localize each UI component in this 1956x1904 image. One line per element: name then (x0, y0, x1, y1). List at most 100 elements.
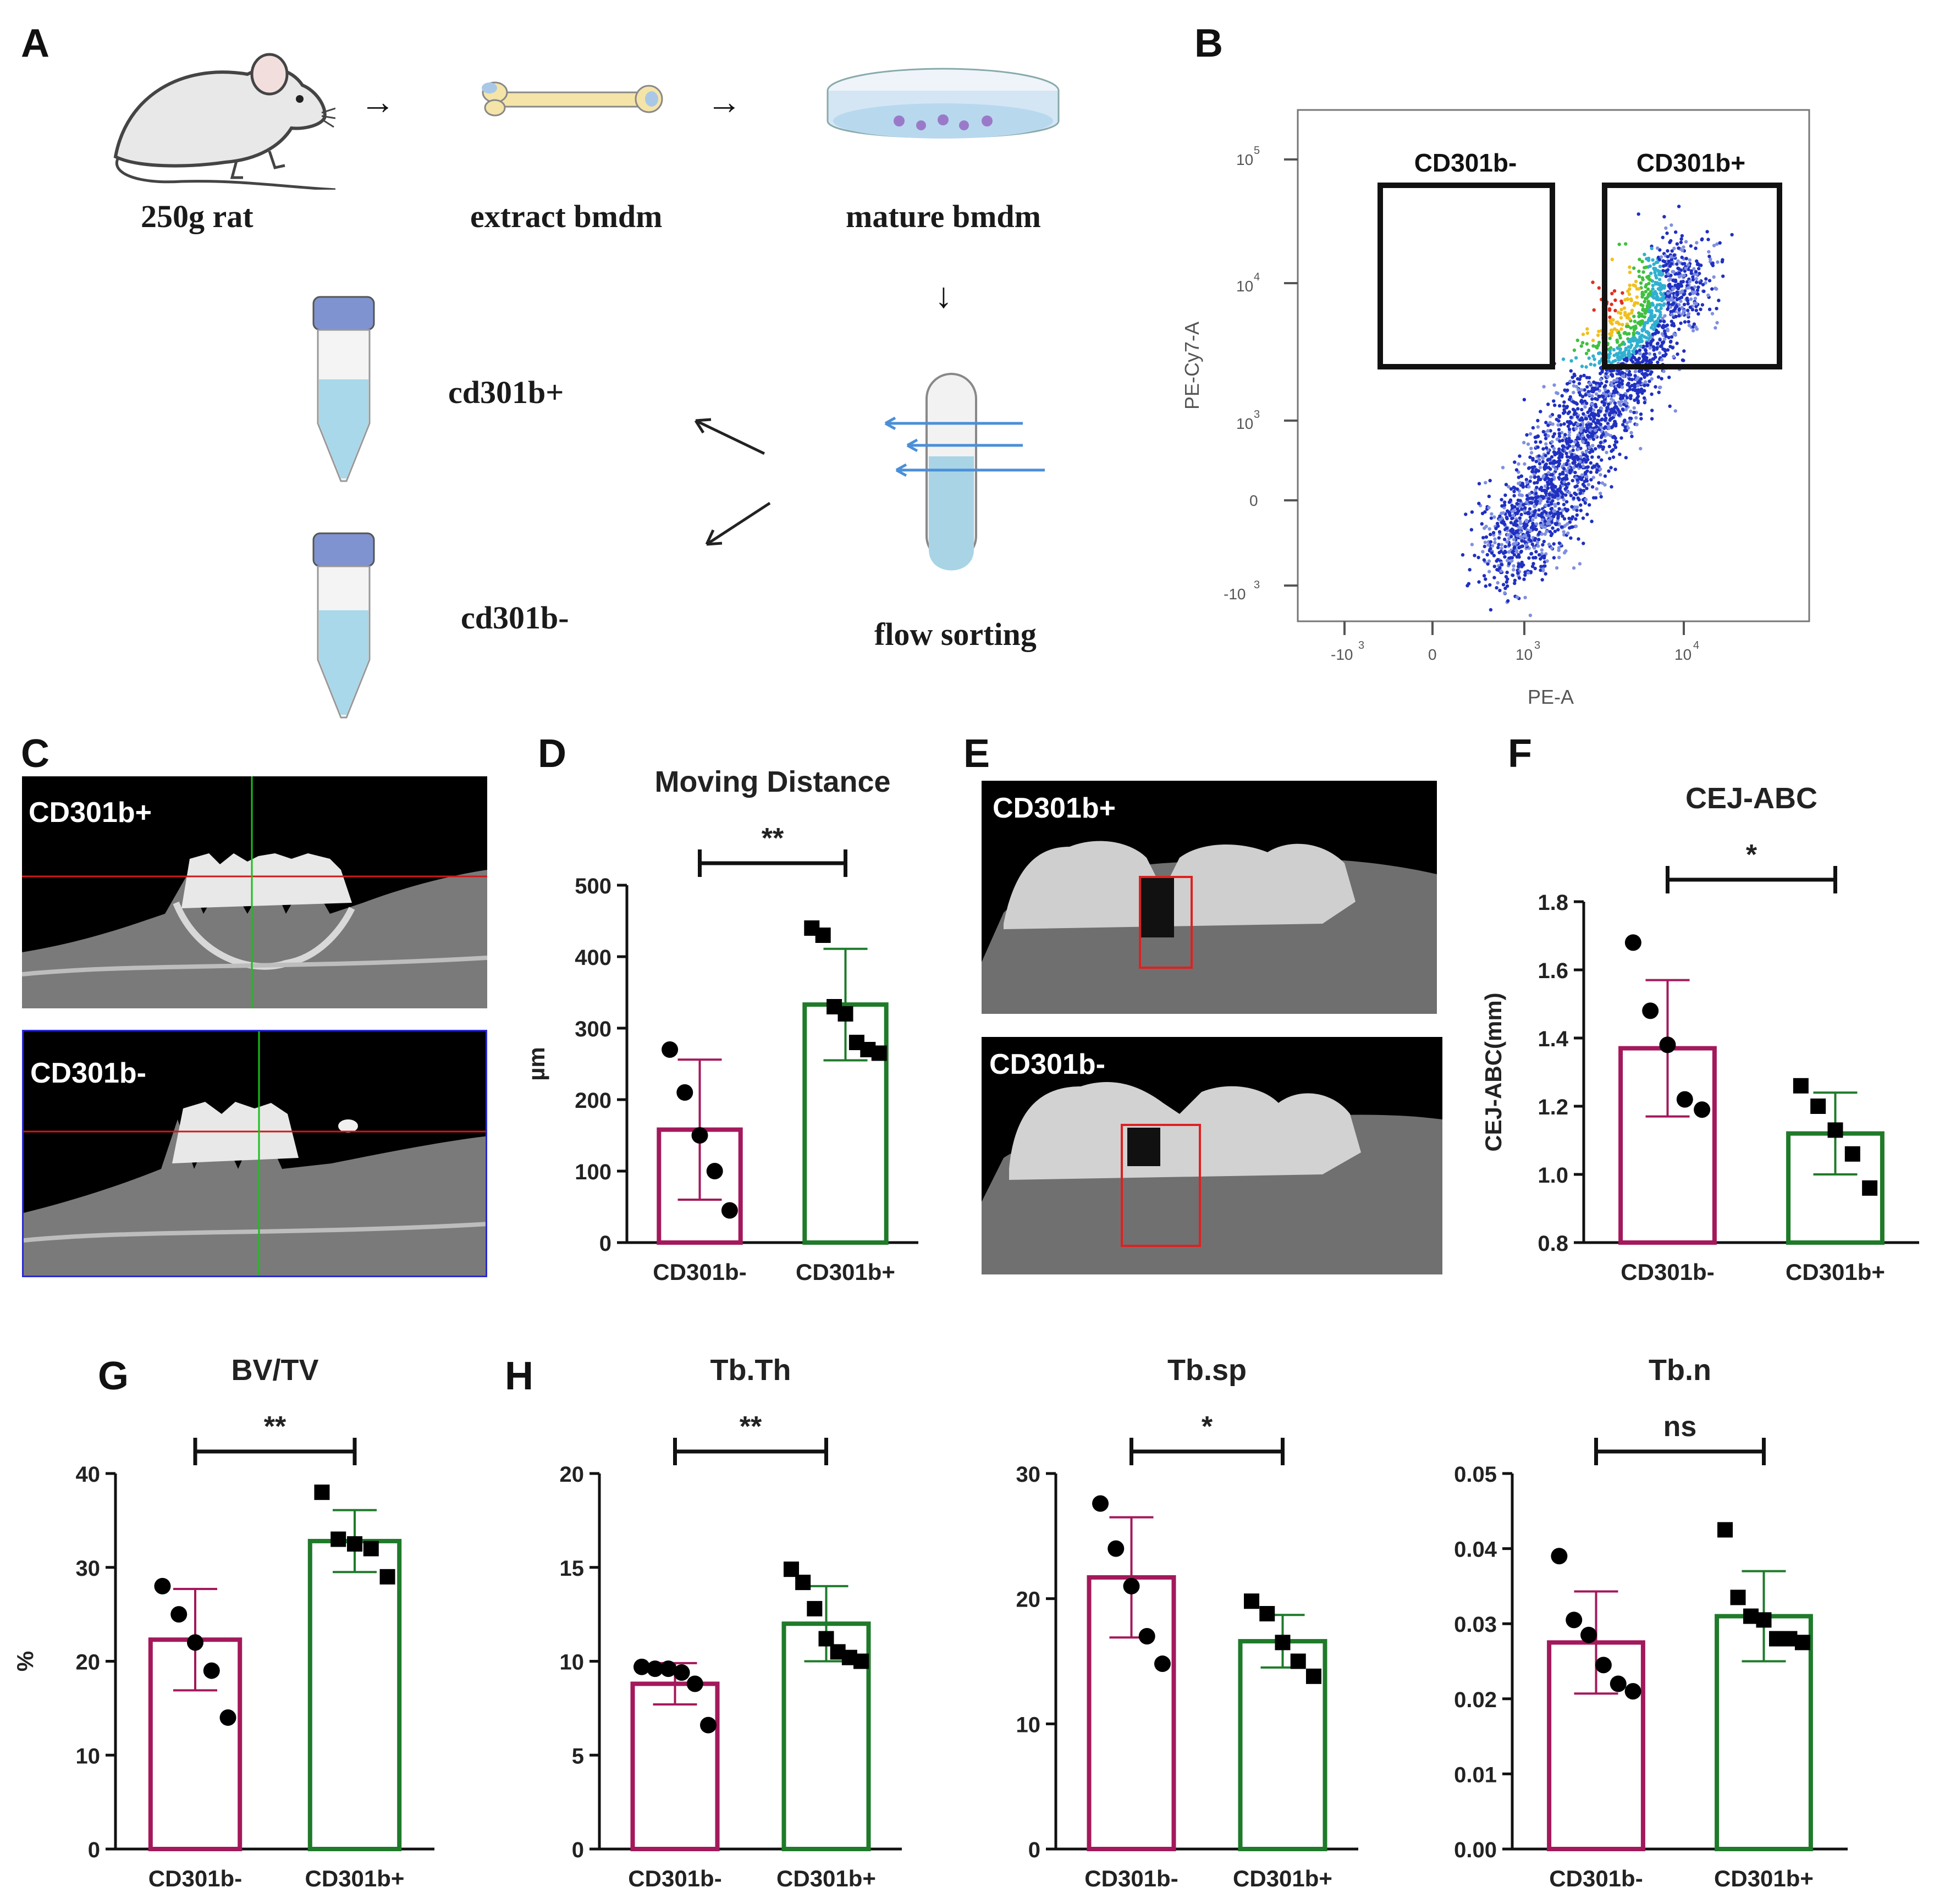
flow-event (1517, 504, 1522, 508)
flow-event (1647, 277, 1651, 281)
flow-event (1518, 454, 1522, 458)
flow-event (1591, 437, 1596, 441)
flow-event (1603, 483, 1607, 487)
flow-event (1572, 507, 1576, 511)
y-tick-label: 5 (572, 1744, 584, 1768)
flow-event (1675, 242, 1679, 246)
flow-event (1565, 382, 1569, 386)
flow-event (1529, 496, 1533, 500)
flow-event (1517, 476, 1520, 479)
flow-event (1528, 515, 1533, 519)
flow-event (1572, 348, 1577, 352)
flow-event (1584, 498, 1588, 501)
flow-event (1495, 567, 1499, 572)
flow-event (1596, 455, 1601, 459)
flow-event (1488, 478, 1492, 483)
flow-event (1574, 427, 1578, 431)
flow-event (1568, 450, 1572, 454)
flow-event (1594, 428, 1597, 432)
flow-event (1519, 526, 1524, 530)
flow-ytick: 10 (1236, 415, 1253, 432)
flow-event (1639, 344, 1643, 348)
flow-event (1690, 286, 1694, 290)
flow-event (1486, 562, 1490, 566)
flow-event (1558, 472, 1562, 476)
data-point (1551, 1548, 1568, 1565)
panel-letter-a: A (21, 21, 49, 65)
flow-event (1615, 440, 1619, 444)
rat-illustration (113, 53, 335, 190)
flow-event (1680, 255, 1684, 260)
flow-event (1575, 505, 1579, 509)
flow-event (1571, 376, 1574, 379)
flow-event (1503, 586, 1507, 590)
flow-event (1616, 311, 1621, 314)
flow-event (1718, 241, 1722, 245)
y-tick-label: 0 (1028, 1838, 1040, 1862)
category-label: CD301b- (653, 1259, 746, 1285)
flow-event (1514, 519, 1519, 523)
flow-event (1677, 267, 1681, 271)
flow-event (1620, 301, 1624, 305)
flow-event (1557, 546, 1561, 550)
flow-event (1528, 432, 1533, 436)
flow-event (1562, 404, 1566, 408)
flow-event (1658, 338, 1662, 342)
flow-event (1659, 255, 1663, 259)
flow-event (1512, 523, 1516, 527)
flow-event (1637, 269, 1641, 273)
flow-event (1656, 341, 1660, 345)
flow-event (1513, 460, 1517, 464)
flow-event (1607, 308, 1612, 312)
flow-event (1550, 455, 1554, 459)
flow-event (1590, 485, 1595, 489)
flow-event (1575, 513, 1579, 517)
flow-event (1540, 518, 1545, 522)
flow-event (1484, 535, 1489, 539)
flow-event (1539, 410, 1542, 413)
flow-event (1599, 495, 1603, 499)
flow-event (1549, 429, 1552, 433)
flow-event (1541, 430, 1545, 434)
flow-event (1525, 531, 1530, 534)
flow-event (1658, 264, 1662, 268)
data-point (700, 1717, 717, 1734)
flow-event (1657, 278, 1662, 282)
flow-event (1543, 532, 1547, 536)
flow-event (1557, 541, 1561, 545)
petri-dish-illustration (827, 68, 1060, 139)
ct-sagittal-bottom: CD301b- (22, 1030, 487, 1277)
flow-event (1595, 487, 1599, 491)
flow-event (1563, 433, 1567, 437)
flow-event (1561, 448, 1565, 452)
flow-event (1638, 348, 1642, 352)
flow-event (1520, 544, 1525, 548)
flow-event (1519, 512, 1523, 516)
y-tick-label: 10 (76, 1744, 101, 1768)
flow-event (1563, 388, 1567, 392)
flow-event (1507, 562, 1511, 566)
data-point (1768, 1631, 1784, 1647)
flow-event (1527, 485, 1531, 489)
flow-event (1632, 356, 1636, 360)
flow-event (1694, 305, 1698, 308)
flow-event (1690, 308, 1695, 312)
flow-event (1490, 512, 1494, 516)
flow-event (1506, 509, 1509, 513)
flow-event (1650, 370, 1654, 374)
flow-event (1586, 390, 1590, 394)
flow-event (1597, 286, 1601, 290)
flow-event (1477, 482, 1481, 485)
flow-event (1520, 565, 1524, 569)
flow-event (1687, 320, 1690, 324)
flow-event (1638, 352, 1642, 356)
flow-event (1567, 482, 1571, 485)
flow-event (1633, 374, 1637, 378)
flow-event (1572, 496, 1575, 500)
flow-event (1595, 468, 1599, 472)
flow-event (1501, 511, 1505, 515)
y-tick-label: 10 (1016, 1713, 1041, 1737)
flow-event (1505, 517, 1509, 521)
flow-event (1677, 311, 1680, 314)
